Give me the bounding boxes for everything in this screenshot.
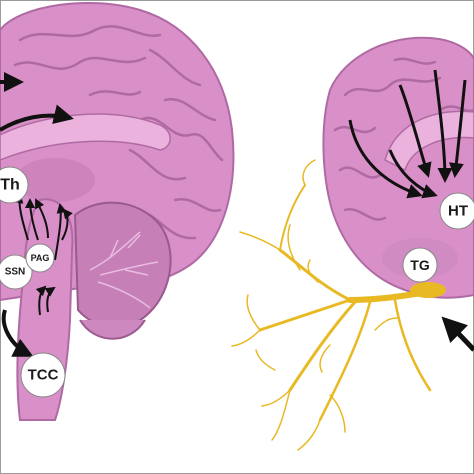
label-tg: TG [410, 257, 430, 273]
arrow-to-tcc [1, 309, 34, 357]
right-arrows [348, 69, 474, 352]
label-pag: PAG [31, 253, 50, 263]
trigeminal-nerve [231, 159, 443, 451]
node-tg: TG [402, 247, 438, 283]
label-ht: HT [448, 203, 468, 220]
left-cerebellum [73, 201, 172, 329]
trigeminal-ganglion [410, 282, 446, 298]
left-arrows [0, 72, 74, 357]
label-tcc: TCC [28, 367, 59, 384]
node-th: Th [0, 166, 29, 204]
left-brain: Th SSN PAG TCC [0, 1, 235, 421]
arrow-cortex [0, 104, 74, 132]
right-brain: HT TG [231, 36, 474, 451]
label-th: Th [0, 177, 20, 194]
left-cerebellum-lower [79, 319, 146, 340]
left-thalamus-region [15, 158, 95, 202]
node-ht: HT [439, 192, 474, 230]
label-ssn: SSN [5, 267, 26, 278]
left-fine-arrows [13, 193, 73, 316]
left-arbor-vitae [89, 231, 159, 309]
right-corpus-callosum [384, 110, 474, 172]
node-ssn: SSN [0, 254, 33, 290]
node-tcc: TCC [20, 352, 66, 398]
node-pag: PAG [25, 243, 55, 273]
right-gyri [333, 57, 474, 221]
